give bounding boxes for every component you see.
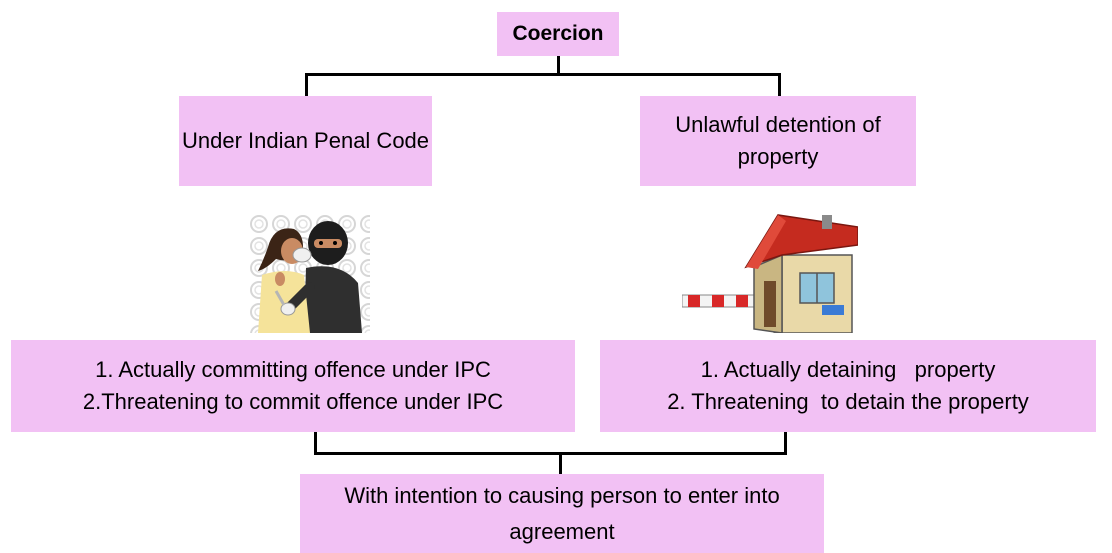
right-item-1: 1. Actually detaining property <box>700 357 996 382</box>
root-node: Coercion <box>497 12 619 56</box>
right-item-2: 2. Threatening to detain the property <box>667 389 1029 414</box>
connector-top-left-drop <box>305 73 308 96</box>
connector-bottom-bar <box>314 452 787 455</box>
conclusion-node: With intention to causing person to ente… <box>300 474 824 553</box>
connector-bottom-left-rise <box>314 432 317 454</box>
connector-conclusion-stem <box>559 452 562 474</box>
right-items-node: 1. Actually detaining property 2. Threat… <box>600 340 1096 432</box>
masked-attacker-illustration <box>248 213 370 333</box>
house-with-barrier-gate-illustration <box>682 214 858 333</box>
connector-top-bar <box>305 73 780 76</box>
left-branch-node: Under Indian Penal Code <box>179 96 432 186</box>
left-item-1: 1. Actually committing offence under IPC <box>95 357 491 382</box>
left-item-2: 2.Threatening to commit offence under IP… <box>82 389 504 414</box>
connector-bottom-right-rise <box>784 432 787 454</box>
left-items-node: 1. Actually committing offence under IPC… <box>11 340 575 432</box>
connector-top-right-drop <box>778 73 781 96</box>
right-branch-node: Unlawful detention of property <box>640 96 916 186</box>
connector-root-stem <box>557 56 560 75</box>
